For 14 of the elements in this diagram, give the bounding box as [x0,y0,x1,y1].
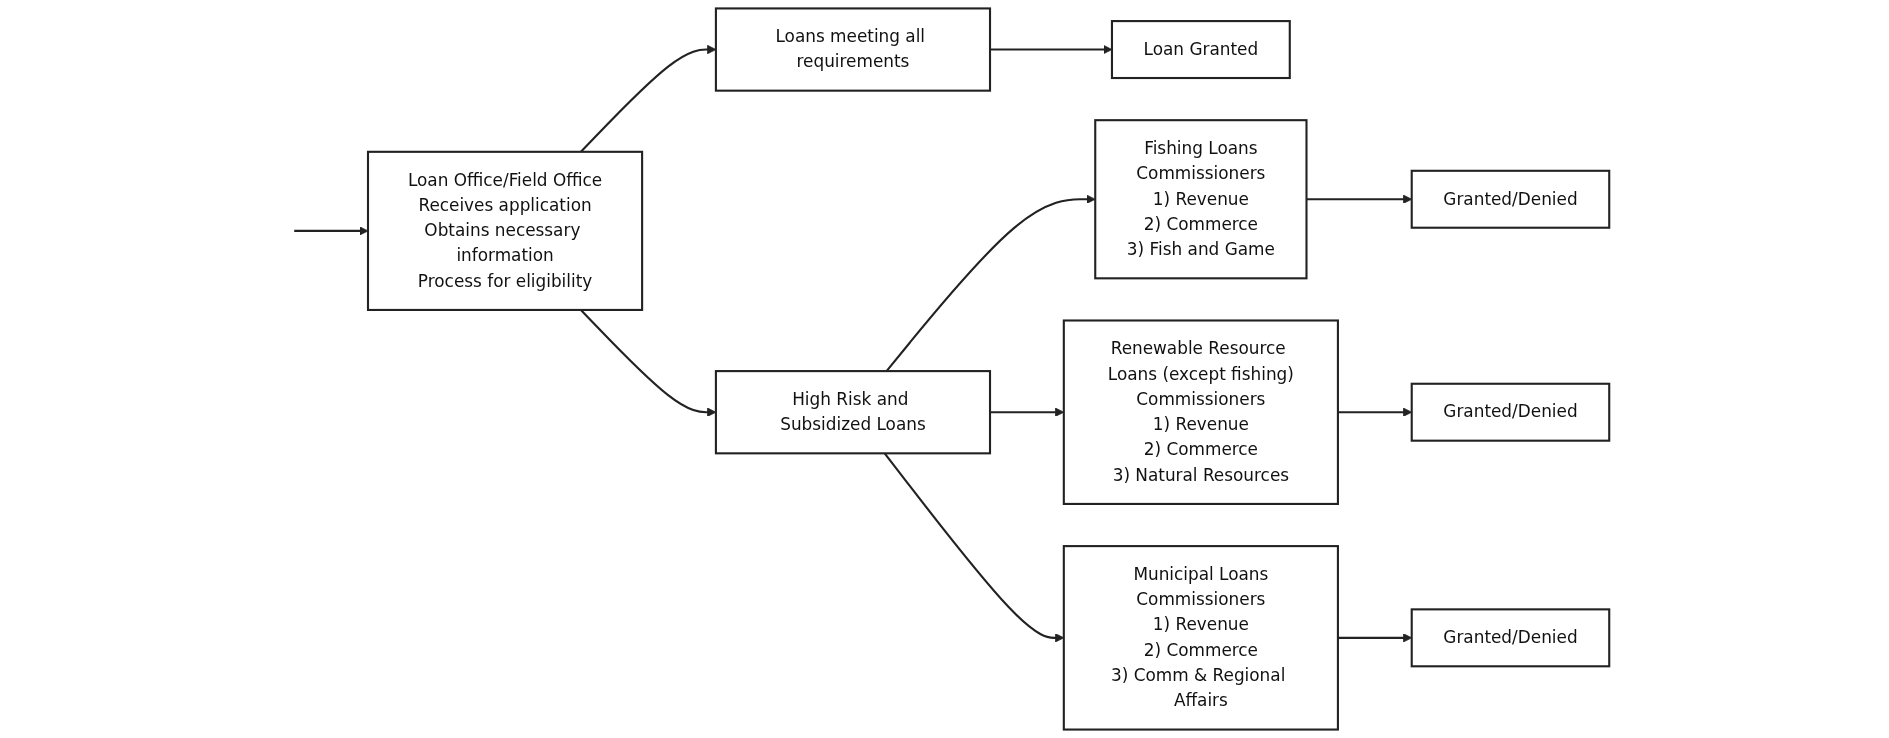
node-box: Granted/Denied [1410,169,1611,229]
arrow [294,226,369,236]
node-box: Renewable Resource Loans (except fishing) Commissioners 1) Revenue 2) Commerce 3) Natural Resources [1062,319,1340,505]
node-box: High Risk and Subsidized Loans [715,370,992,455]
node-box: Municipal Loans Commissioners 1) Revenue 2) Commerce 3) Comm & Regional Affairs [1062,545,1340,731]
node-box: Loans meeting all requirements [715,7,992,92]
node-box: Loan Granted [1111,20,1291,80]
node-box: Granted/Denied [1410,382,1611,442]
node-box: Granted/Denied [1410,608,1611,668]
node-box: Loan Office/Field Office Receives application Obtains necessary information Process for eligibility [367,150,644,311]
arrow [885,194,1096,372]
node-box: Fishing Loans Commissioners 1) Revenue 2) Commerce 3) Fish and Game [1094,119,1308,280]
arrow [990,44,1113,55]
arrow [580,309,717,417]
